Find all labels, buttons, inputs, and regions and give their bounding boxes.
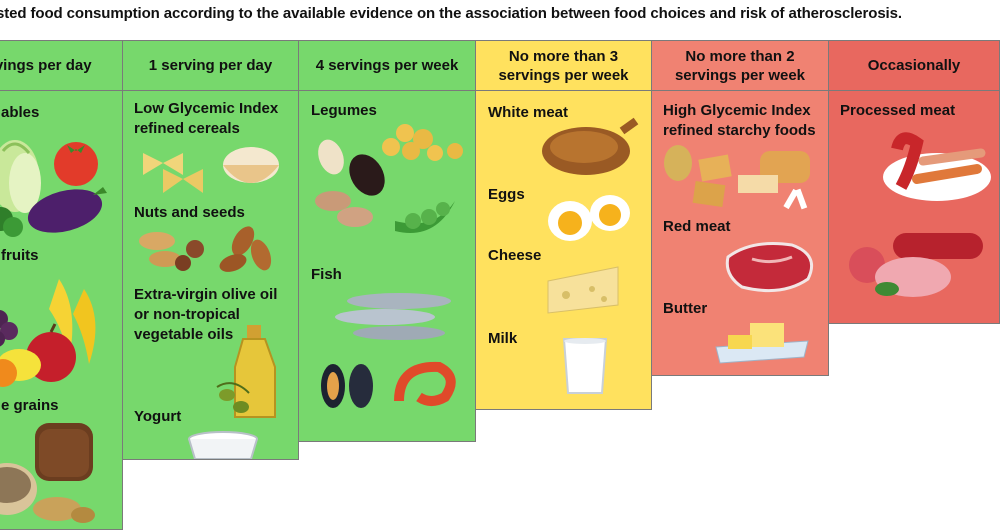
column-header: rvings per day bbox=[0, 41, 122, 91]
boiled-eggs-icon bbox=[548, 195, 630, 241]
peas-pod-icon bbox=[395, 201, 455, 233]
label-white-meat: White meat bbox=[488, 104, 569, 121]
figure-caption: sted food consumption according to the a… bbox=[0, 5, 902, 22]
wild-rice-bowl-icon bbox=[0, 463, 37, 515]
yogurt-cup-icon bbox=[188, 431, 258, 459]
whole-grains-group bbox=[0, 423, 95, 523]
mussels-icon bbox=[321, 364, 373, 408]
label-nuts-and-seeds: Nuts and seeds bbox=[134, 204, 245, 221]
hazelnuts-icon bbox=[175, 240, 204, 271]
grapes-icon bbox=[0, 310, 18, 347]
roast-chicken-icon bbox=[542, 117, 639, 175]
column-1-serving-per-day: 1 serving per day Low Glycemic Index ref… bbox=[122, 40, 299, 460]
oil-group bbox=[216, 325, 276, 418]
salami-icon bbox=[849, 233, 983, 297]
label-eggs: Eggs bbox=[488, 186, 525, 203]
milk-glass-icon bbox=[562, 338, 608, 394]
label-cheese: Cheese bbox=[488, 247, 542, 264]
label-low-gi-cereals-1: Low Glycemic Index bbox=[134, 100, 279, 117]
vegetables-group bbox=[0, 140, 107, 237]
fish-group bbox=[321, 293, 456, 408]
label-yogurt: Yogurt bbox=[134, 408, 182, 425]
label-vegetables: ables bbox=[1, 104, 40, 121]
label-legumes: Legumes bbox=[311, 102, 377, 119]
label-olive-oil-1: Extra-virgin olive oil bbox=[134, 286, 278, 303]
rice-bowl-icon bbox=[223, 147, 279, 183]
beans-icon bbox=[315, 139, 385, 227]
label-fruits: fruits bbox=[1, 247, 39, 264]
label-butter: Butter bbox=[663, 300, 708, 317]
olives-icon bbox=[216, 382, 250, 413]
cheese-wedge-icon bbox=[547, 266, 619, 314]
label-fish: Fish bbox=[311, 266, 342, 283]
farfalle-pasta-icon bbox=[143, 153, 203, 193]
label-high-gi-foods-1: High Glycemic Index bbox=[663, 102, 811, 119]
fruits-group bbox=[0, 279, 96, 387]
label-processed-meat: Processed meat bbox=[840, 102, 956, 119]
butter-dish-icon bbox=[715, 323, 809, 364]
sardines-icon bbox=[335, 293, 451, 340]
legumes-group bbox=[315, 124, 463, 233]
shrimp-icon bbox=[394, 361, 456, 406]
eggplant-icon bbox=[27, 187, 107, 233]
label-low-gi-cereals-2: refined cereals bbox=[134, 120, 240, 137]
sausages-plate-icon bbox=[883, 132, 991, 201]
nuts-group bbox=[139, 226, 272, 272]
label-milk: Milk bbox=[488, 330, 518, 347]
column-header: 4 servings per week bbox=[299, 41, 475, 91]
lettuce-icon bbox=[0, 140, 41, 213]
label-olive-oil-2: or non-tropical bbox=[134, 306, 240, 323]
label-red-meat: Red meat bbox=[663, 218, 731, 235]
chickpeas-icon bbox=[382, 124, 463, 161]
column-occasionally: Occasionally Processed meat bbox=[828, 40, 1000, 324]
orange-icon bbox=[0, 359, 17, 387]
label-whole-grains: e grains bbox=[1, 397, 59, 414]
wholegrain-bread-icon bbox=[35, 423, 93, 481]
column-4-servings-per-week: 4 servings per week Legumes Fish bbox=[298, 40, 476, 442]
tomato-icon bbox=[54, 142, 98, 186]
crackers-icon bbox=[692, 154, 732, 207]
oats-icon bbox=[33, 497, 95, 523]
peanuts-icon bbox=[139, 232, 181, 267]
column-servings-per-day: rvings per day ables fruits e grains bbox=[0, 40, 123, 530]
potato-icon bbox=[664, 145, 692, 181]
olive-oil-bottle-icon bbox=[234, 325, 276, 418]
label-high-gi-foods-2: refined starchy foods bbox=[663, 122, 816, 139]
starchy-foods-group bbox=[664, 145, 810, 210]
column-header: Occasionally bbox=[829, 41, 999, 91]
chips-icon bbox=[783, 188, 808, 210]
column-header: 1 serving per day bbox=[123, 41, 298, 91]
broccoli-icon bbox=[0, 207, 23, 237]
almonds-icon bbox=[219, 226, 272, 272]
red-steak-icon bbox=[725, 242, 813, 293]
label-olive-oil-3: vegetable oils bbox=[134, 326, 234, 343]
cereals-group bbox=[143, 147, 279, 193]
bread-loaf-icon bbox=[738, 151, 810, 193]
